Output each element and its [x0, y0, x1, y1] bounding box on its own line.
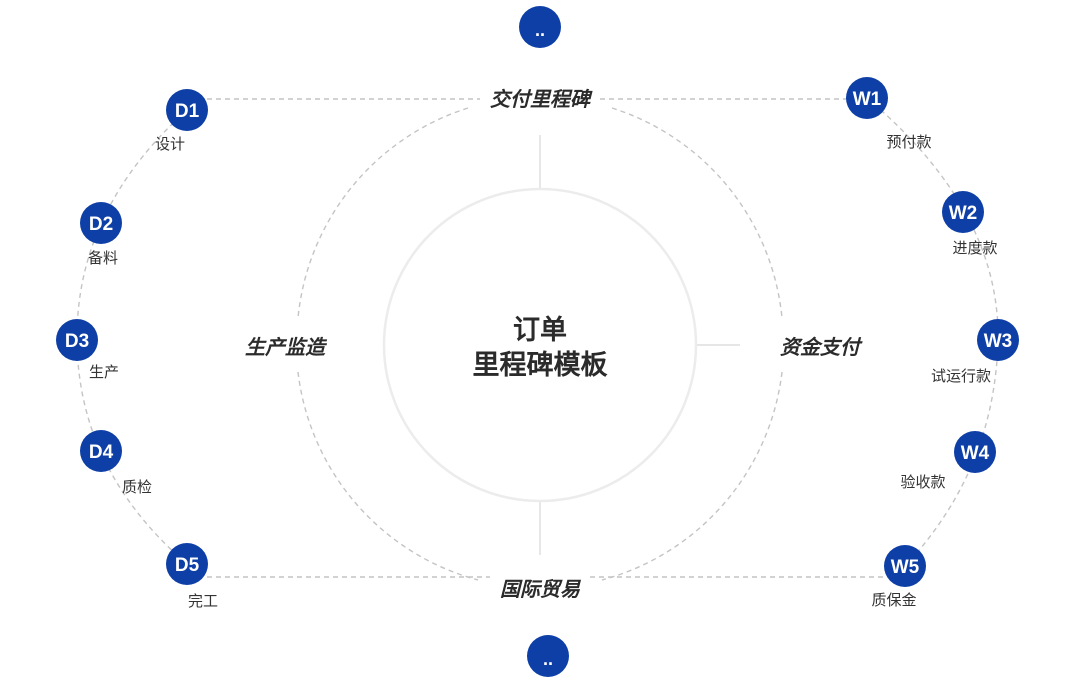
step-caption: 设计 — [155, 135, 185, 153]
step-code: D2 — [89, 214, 113, 235]
bottom-dot[interactable]: .. — [527, 635, 569, 677]
step-caption: 备料 — [88, 249, 118, 267]
center-title-line1: 订单 — [513, 315, 567, 346]
middle-ring-top-left — [297, 107, 469, 319]
step-caption: 生产 — [89, 363, 119, 381]
center-ring — [382, 187, 698, 503]
delivery-steps: D1 设计 D2 备料 D3 生产 D4 质检 D5 完工 — [56, 89, 218, 610]
outer-right-arc — [866, 97, 999, 567]
bottom-dot-label: .. — [543, 649, 553, 669]
payment-steps: W1 预付款 W2 进度款 W3 试运行款 W4 验收款 W5 质保金 — [846, 77, 1019, 609]
top-dot-label: .. — [535, 20, 545, 40]
step-code: W4 — [961, 443, 990, 464]
center-title-line2: 里程碑模板 — [473, 350, 608, 381]
step-code: W3 — [984, 331, 1013, 352]
step-caption: 质检 — [122, 478, 152, 496]
category-top: 交付里程碑 — [490, 87, 593, 111]
step-caption: 质保金 — [871, 591, 916, 609]
step-code: D5 — [175, 555, 200, 576]
payment-step-w1[interactable]: W1 预付款 — [846, 77, 932, 151]
payment-step-w3[interactable]: W3 试运行款 — [931, 319, 1019, 385]
step-caption: 完工 — [188, 592, 218, 610]
middle-ring-bottom-left — [297, 371, 479, 581]
category-left: 生产监造 — [245, 335, 328, 359]
step-code: D4 — [89, 442, 114, 463]
step-caption: 进度款 — [952, 239, 997, 257]
category-right: 资金支付 — [780, 335, 863, 359]
step-code: W5 — [891, 557, 920, 578]
delivery-step-d4[interactable]: D4 质检 — [80, 430, 152, 496]
step-code: D3 — [65, 331, 89, 352]
connector-lines — [76, 97, 999, 581]
step-caption: 验收款 — [900, 473, 945, 491]
payment-step-w4[interactable]: W4 验收款 — [900, 431, 996, 491]
payment-step-w5[interactable]: W5 质保金 — [871, 545, 926, 609]
step-code: W2 — [949, 203, 978, 224]
middle-ring-top-right — [611, 107, 783, 319]
delivery-step-d2[interactable]: D2 备料 — [80, 202, 122, 267]
step-code: W1 — [853, 89, 882, 110]
step-caption: 试运行款 — [931, 367, 991, 385]
payment-step-w2[interactable]: W2 进度款 — [942, 191, 998, 257]
delivery-step-d3[interactable]: D3 生产 — [56, 319, 119, 381]
step-caption: 预付款 — [886, 133, 931, 151]
top-dot[interactable]: .. — [519, 6, 561, 48]
step-code: D1 — [175, 101, 200, 122]
middle-ring-bottom-right — [601, 371, 783, 581]
category-bottom: 国际贸易 — [500, 577, 582, 601]
delivery-step-d5[interactable]: D5 完工 — [166, 543, 218, 610]
delivery-step-d1[interactable]: D1 设计 — [155, 89, 208, 153]
